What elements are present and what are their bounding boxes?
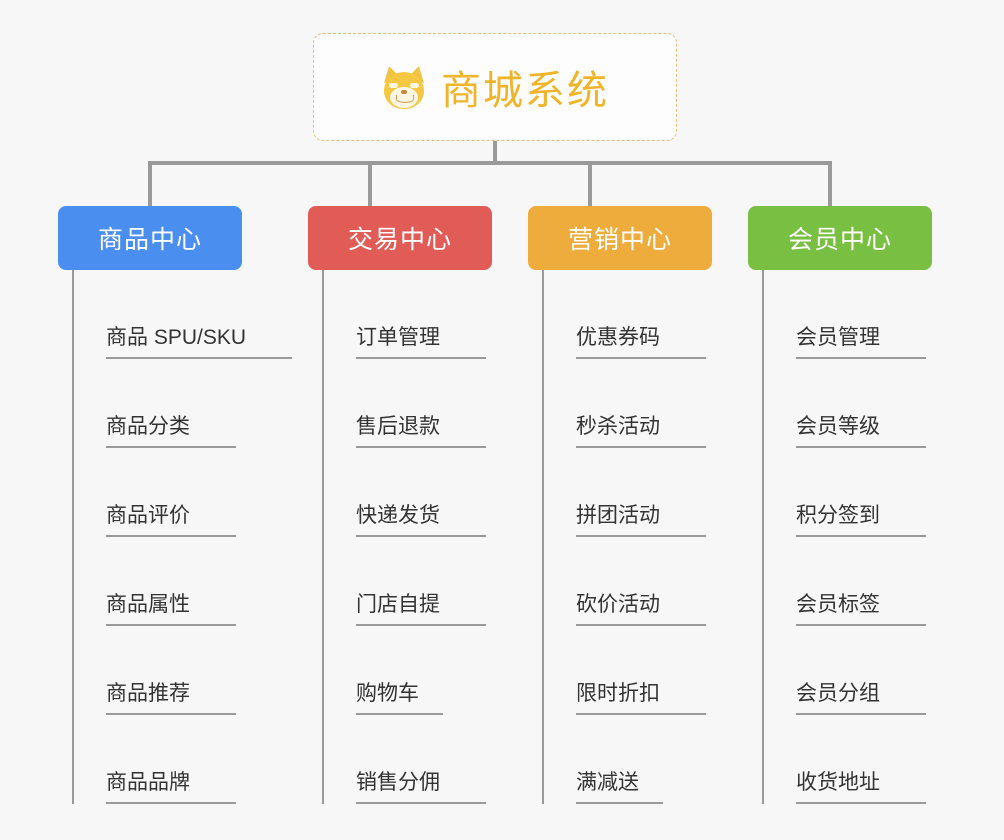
branch-item-label: 积分签到 xyxy=(796,504,926,537)
connector-drop-3 xyxy=(588,161,592,206)
branch-item-label: 优惠券码 xyxy=(576,326,706,359)
branch-item-label: 售后退款 xyxy=(356,415,486,448)
connector-drop-1 xyxy=(148,161,152,206)
branch-item-label: 秒杀活动 xyxy=(576,415,706,448)
branch-item-label: 商品评价 xyxy=(106,504,236,537)
branch-item[interactable]: 会员等级 xyxy=(778,359,932,448)
branch-item[interactable]: 商品属性 xyxy=(88,537,242,626)
branch-item-label: 商品分类 xyxy=(106,415,236,448)
connector-stem xyxy=(493,141,497,163)
root-title: 商城系统 xyxy=(441,69,609,113)
branch-item-label: 收货地址 xyxy=(796,771,926,804)
branch-item[interactable]: 满减送 xyxy=(558,715,712,804)
branch-item-list: 会员管理会员等级积分签到会员标签会员分组收货地址 xyxy=(762,270,932,804)
branch-member-center: 会员中心会员管理会员等级积分签到会员标签会员分组收货地址 xyxy=(748,206,932,804)
branch-item-label: 会员分组 xyxy=(796,682,926,715)
branch-item-label: 拼团活动 xyxy=(576,504,706,537)
branch-trade-center: 交易中心订单管理售后退款快递发货门店自提购物车销售分佣 xyxy=(308,206,492,804)
branch-item-list: 优惠券码秒杀活动拼团活动砍价活动限时折扣满减送 xyxy=(542,270,712,804)
branch-item-label: 满减送 xyxy=(576,771,663,804)
branch-item-list: 商品 SPU/SKU 商品分类商品评价商品属性商品推荐商品品牌 xyxy=(72,270,293,804)
branch-marketing-center: 营销中心优惠券码秒杀活动拼团活动砍价活动限时折扣满减送 xyxy=(528,206,712,804)
branch-item[interactable]: 订单管理 xyxy=(338,270,492,359)
branch-item[interactable]: 商品品牌 xyxy=(88,715,242,804)
branch-item[interactable]: 商品 SPU/SKU xyxy=(88,270,293,359)
root-node[interactable]: 商城系统 xyxy=(313,33,677,141)
branch-item[interactable]: 砍价活动 xyxy=(558,537,712,626)
branch-item[interactable]: 销售分佣 xyxy=(338,715,492,804)
branch-item-label: 商品属性 xyxy=(106,593,236,626)
branch-item[interactable]: 积分签到 xyxy=(778,448,932,537)
shiba-dog-face-icon xyxy=(380,64,428,110)
branch-item-label: 砍价活动 xyxy=(576,593,706,626)
branch-item[interactable]: 会员管理 xyxy=(778,270,932,359)
branch-item[interactable]: 购物车 xyxy=(338,626,492,715)
branch-header[interactable]: 营销中心 xyxy=(528,206,712,270)
branch-item-label: 商品 SPU/SKU xyxy=(106,326,293,359)
branch-item[interactable]: 快递发货 xyxy=(338,448,492,537)
branch-item-label: 门店自提 xyxy=(356,593,486,626)
connector-drop-4 xyxy=(828,161,832,206)
branch-item-label: 商品品牌 xyxy=(106,771,236,804)
branch-header[interactable]: 会员中心 xyxy=(748,206,932,270)
branch-item-label: 限时折扣 xyxy=(576,682,706,715)
branch-item[interactable]: 秒杀活动 xyxy=(558,359,712,448)
branch-item-label: 购物车 xyxy=(356,682,443,715)
branch-item[interactable]: 优惠券码 xyxy=(558,270,712,359)
branch-item[interactable]: 商品推荐 xyxy=(88,626,242,715)
branch-item-label: 销售分佣 xyxy=(356,771,486,804)
branch-item-label: 会员管理 xyxy=(796,326,926,359)
branch-item-label: 会员标签 xyxy=(796,593,926,626)
branch-item[interactable]: 门店自提 xyxy=(338,537,492,626)
branch-item[interactable]: 商品分类 xyxy=(88,359,242,448)
connector-drop-2 xyxy=(368,161,372,206)
branch-item-label: 订单管理 xyxy=(356,326,486,359)
branch-item[interactable]: 拼团活动 xyxy=(558,448,712,537)
branch-product-center: 商品中心商品 SPU/SKU 商品分类商品评价商品属性商品推荐商品品牌 xyxy=(58,206,293,804)
branch-item-list: 订单管理售后退款快递发货门店自提购物车销售分佣 xyxy=(322,270,492,804)
branch-item[interactable]: 售后退款 xyxy=(338,359,492,448)
connector-bar xyxy=(148,161,832,165)
branch-item-label: 快递发货 xyxy=(356,504,486,537)
branch-item-label: 商品推荐 xyxy=(106,682,236,715)
branch-item-label: 会员等级 xyxy=(796,415,926,448)
branch-item[interactable]: 限时折扣 xyxy=(558,626,712,715)
branch-item[interactable]: 会员分组 xyxy=(778,626,932,715)
branch-item[interactable]: 收货地址 xyxy=(778,715,932,804)
branch-header[interactable]: 交易中心 xyxy=(308,206,492,270)
branch-header[interactable]: 商品中心 xyxy=(58,206,242,270)
branch-item[interactable]: 会员标签 xyxy=(778,537,932,626)
branch-item[interactable]: 商品评价 xyxy=(88,448,242,537)
